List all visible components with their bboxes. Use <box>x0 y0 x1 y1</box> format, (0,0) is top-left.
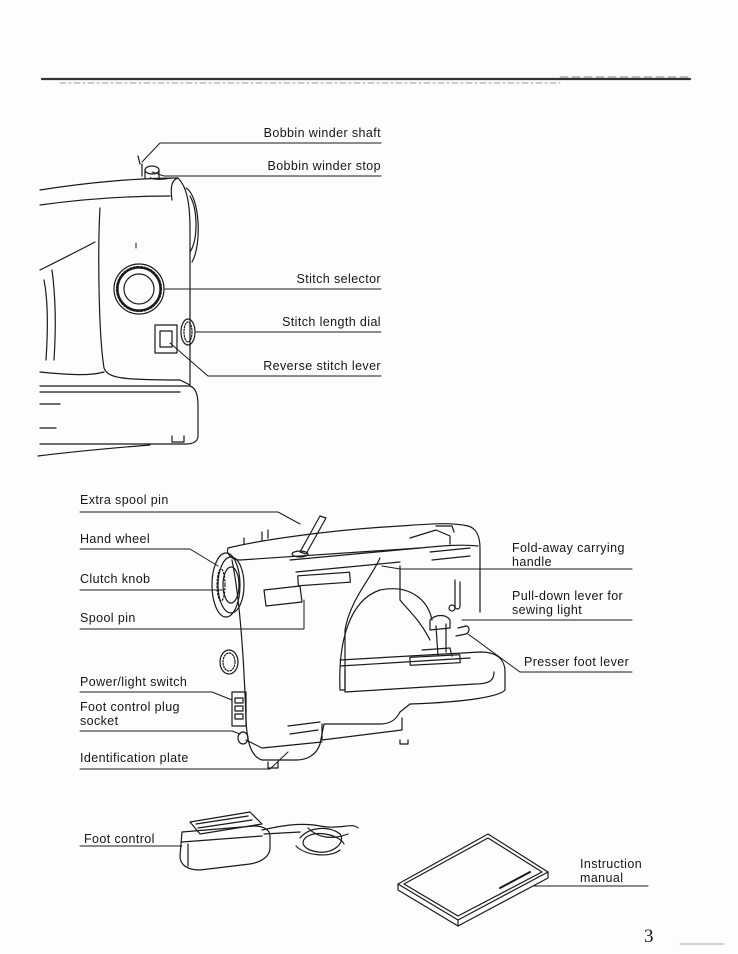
leader-presser-foot-lever <box>467 633 633 673</box>
label-hand-wheel: Hand wheel <box>80 532 151 546</box>
middle-leader-lines <box>79 511 633 770</box>
label-presser-foot-lever: Presser foot lever <box>524 655 630 669</box>
label-foot-control: Foot control <box>84 832 155 846</box>
machine-side-view <box>37 155 199 457</box>
label-extra-spool-pin: Extra spool pin <box>80 493 169 507</box>
label-bobbin-winder-shaft: Bobbin winder shaft <box>263 126 381 140</box>
leader-bobbin-winder-shaft <box>141 142 382 163</box>
foot-control-drawing <box>179 811 359 871</box>
label-clutch-knob: Clutch knob <box>80 572 151 586</box>
manual-drawing <box>397 833 549 927</box>
page-number: 3 <box>644 926 654 947</box>
label-identification-plate: Identification plate <box>80 751 189 765</box>
leader-extra-spool-pin <box>79 511 301 525</box>
leader-hand-wheel <box>79 548 219 567</box>
label-foot-control-plug-socket: Foot control plug socket <box>80 700 180 728</box>
machine-front-view <box>211 515 506 769</box>
label-instruction-manual: Instruction manual <box>580 857 643 885</box>
leader-fold-away-handle <box>381 565 633 570</box>
leader-identification-plate <box>79 751 289 770</box>
leader-spool-pin <box>79 599 305 630</box>
label-bobbin-winder-stop: Bobbin winder stop <box>267 159 381 173</box>
label-power-light-switch: Power/light switch <box>80 675 188 689</box>
label-stitch-selector: Stitch selector <box>296 272 381 286</box>
label-reverse-stitch-lever: Reverse stitch lever <box>263 359 381 373</box>
label-spool-pin: Spool pin <box>80 611 136 625</box>
header-rule <box>40 76 692 84</box>
leader-reverse-stitch-lever <box>169 342 382 377</box>
leader-power-light-switch <box>79 691 233 701</box>
label-fold-away-carrying-handle: Fold-away carrying handle <box>512 541 625 569</box>
leader-foot-control-socket <box>79 730 241 735</box>
label-pull-down-lever: Pull-down lever for sewing light <box>512 589 624 617</box>
leader-bobbin-winder-stop <box>151 171 382 177</box>
top-leader-lines <box>141 142 382 377</box>
label-stitch-length-dial: Stitch length dial <box>282 315 381 329</box>
